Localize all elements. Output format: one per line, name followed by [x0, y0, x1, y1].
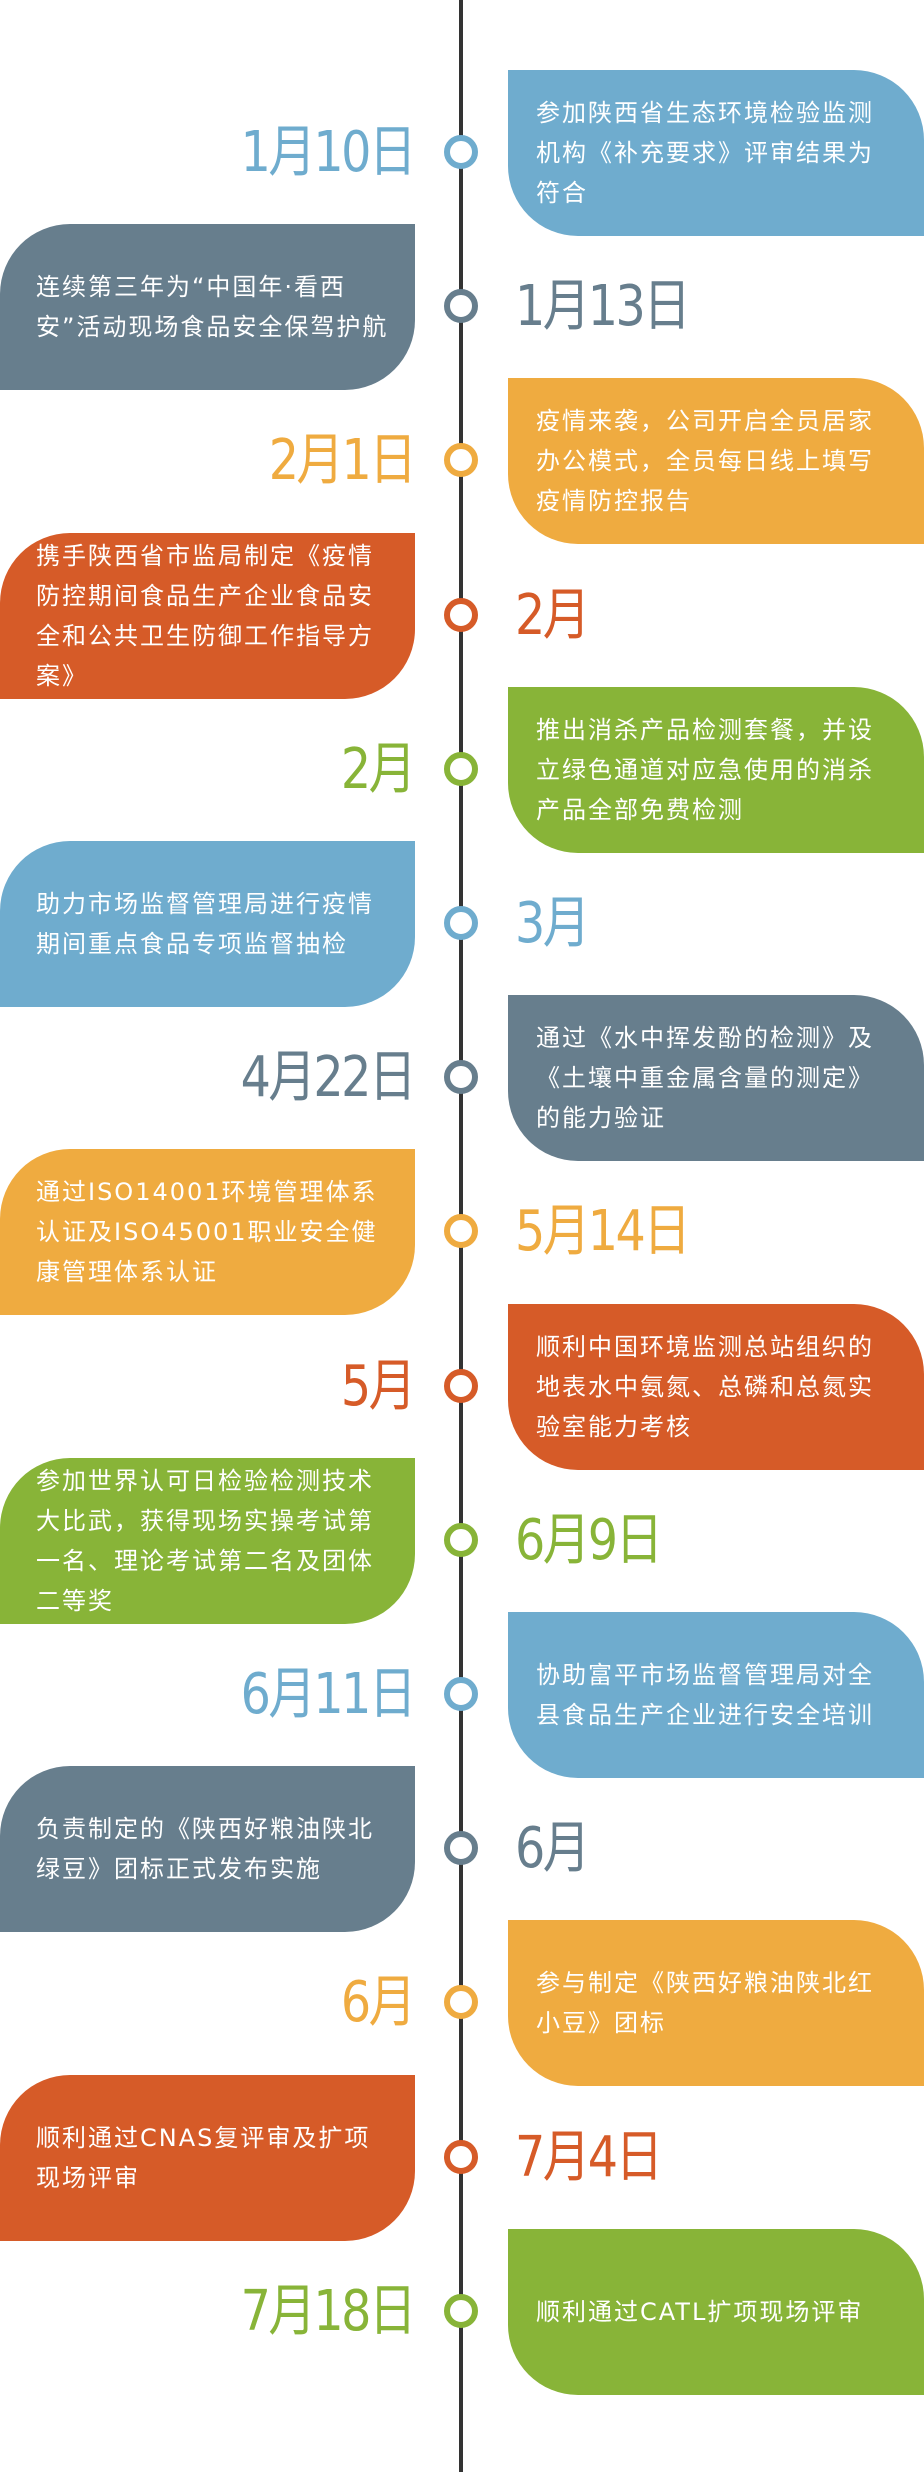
event-card: 负责制定的《陕西好粮油陕北绿豆》团标正式发布实施	[0, 1766, 415, 1933]
event-description: 通过ISO14001环境管理体系认证及ISO45001职业安全健康管理体系认证	[36, 1178, 378, 1287]
timeline-node-icon	[444, 2293, 478, 2328]
event-date: 6月11日	[240, 1662, 417, 1727]
timeline-item: 负责制定的《陕西好粮油陕北绿豆》团标正式发布实施 6月	[0, 1766, 924, 1933]
event-card: 顺利中国环境监测总站组织的地表水中氨氮、总磷和总氮实验室能力考核	[508, 1303, 924, 1470]
timeline-item: 推出消杀产品检测套餐，并设立绿色通道对应急使用的消杀产品全部免费检测 2月	[0, 686, 924, 853]
event-card: 助力市场监督管理局进行疫情期间重点食品专项监督抽检	[0, 841, 415, 1007]
event-card: 通过ISO14001环境管理体系认证及ISO45001职业安全健康管理体系认证	[0, 1149, 415, 1316]
event-date: 2月	[515, 582, 590, 648]
timeline-item: 顺利通过CATL扩项现场评审 7月18日	[0, 2228, 924, 2395]
event-date: 3月	[515, 891, 590, 956]
event-date: 6月	[341, 1970, 416, 2036]
event-card: 参加世界认可日检验检测技术大比武，获得现场实操考试第一名、理论考试第二名及团体二…	[0, 1457, 415, 1624]
event-description: 通过《水中挥发酚的检测》及《土壤中重金属含量的测定》的能力验证	[536, 1024, 874, 1133]
event-description: 参与制定《陕西好粮油陕北红小豆》团标	[536, 1969, 874, 2038]
timeline-node-icon	[444, 906, 478, 940]
event-date: 5月	[341, 1353, 416, 1419]
event-date: 7月18日	[240, 2278, 417, 2344]
event-card: 顺利通过CNAS复评审及扩项现场评审	[0, 2074, 415, 2241]
event-card: 参与制定《陕西好粮油陕北红小豆》团标	[508, 1920, 924, 2087]
timeline-item: 疫情来袭，公司开启全员居家办公模式，全员每日线上填写疫情防控报告 2月1日	[0, 378, 924, 545]
event-description: 助力市场监督管理局进行疫情期间重点食品专项监督抽检	[36, 890, 374, 958]
event-description: 参加陕西省生态环境检验监测机构《补充要求》评审结果为符合	[536, 99, 874, 207]
event-card: 协助富平市场监督管理局对全县食品生产企业进行安全培训	[508, 1612, 924, 1778]
event-description: 负责制定的《陕西好粮油陕北绿豆》团标正式发布实施	[36, 1815, 374, 1884]
timeline-item: 通过《水中挥发酚的检测》及《土壤中重金属含量的测定》的能力验证 4月22日	[0, 995, 924, 1162]
timeline-item: 顺利中国环境监测总站组织的地表水中氨氮、总磷和总氮实验室能力考核 5月	[0, 1303, 924, 1470]
event-card: 参加陕西省生态环境检验监测机构《补充要求》评审结果为符合	[508, 70, 924, 236]
event-description: 推出消杀产品检测套餐，并设立绿色通道对应急使用的消杀产品全部免费检测	[536, 715, 874, 824]
event-card: 连续第三年为“中国年·看西安”活动现场食品安全保驾护航	[0, 224, 415, 391]
event-description: 携手陕西省市监局制定《疫情防控期间食品生产企业食品安全和公共卫生防御工作指导方案…	[36, 541, 374, 690]
timeline-item: 助力市场监督管理局进行疫情期间重点食品专项监督抽检 3月	[0, 841, 924, 1007]
timeline-item: 协助富平市场监督管理局对全县食品生产企业进行安全培训 6月11日	[0, 1612, 924, 1778]
event-date: 7月4日	[515, 2124, 663, 2190]
timeline-node-icon	[444, 2139, 478, 2174]
event-date: 1月10日	[240, 120, 417, 185]
event-description: 疫情来袭，公司开启全员居家办公模式，全员每日线上填写疫情防控报告	[536, 407, 874, 516]
event-description: 顺利通过CNAS复评审及扩项现场评审	[36, 2123, 371, 2192]
timeline-item: 参加世界认可日检验检测技术大比武，获得现场实操考试第一名、理论考试第二名及团体二…	[0, 1457, 924, 1624]
timeline-item: 连续第三年为“中国年·看西安”活动现场食品安全保驾护航 1月13日	[0, 224, 924, 391]
event-date: 2月	[341, 736, 416, 802]
event-card: 疫情来袭，公司开启全员居家办公模式，全员每日线上填写疫情防控报告	[508, 378, 924, 545]
timeline-item: 参加陕西省生态环境检验监测机构《补充要求》评审结果为符合 1月10日	[0, 70, 924, 236]
timeline-item: 顺利通过CNAS复评审及扩项现场评审 7月4日	[0, 2074, 924, 2241]
timeline-node-icon	[444, 289, 478, 324]
timeline-item: 参与制定《陕西好粮油陕北红小豆》团标 6月	[0, 1920, 924, 2087]
timeline-item: 通过ISO14001环境管理体系认证及ISO45001职业安全健康管理体系认证 5…	[0, 1149, 924, 1316]
event-date: 2月1日	[268, 428, 416, 494]
event-date: 6月9日	[515, 1507, 663, 1573]
event-card: 顺利通过CATL扩项现场评审	[508, 2228, 924, 2395]
event-date: 5月14日	[515, 1199, 691, 1265]
event-card: 通过《水中挥发酚的检测》及《土壤中重金属含量的测定》的能力验证	[508, 995, 924, 1162]
event-card: 推出消杀产品检测套餐，并设立绿色通道对应急使用的消杀产品全部免费检测	[508, 686, 924, 853]
timeline-node-icon	[444, 751, 478, 786]
event-description: 协助富平市场监督管理局对全县食品生产企业进行安全培训	[536, 1661, 874, 1729]
event-description: 顺利中国环境监测总站组织的地表水中氨氮、总磷和总氮实验室能力考核	[536, 1332, 874, 1441]
timeline-item: 携手陕西省市监局制定《疫情防控期间食品生产企业食品安全和公共卫生防御工作指导方案…	[0, 532, 924, 699]
event-date: 4月22日	[240, 1045, 417, 1111]
event-description: 参加世界认可日检验检测技术大比武，获得现场实操考试第一名、理论考试第二名及团体二…	[36, 1466, 374, 1615]
timeline-node-icon	[444, 1060, 478, 1095]
event-date: 1月13日	[515, 274, 691, 340]
event-description: 连续第三年为“中国年·看西安”活动现场食品安全保驾护航	[36, 273, 389, 342]
timeline-node-icon	[444, 443, 478, 478]
timeline-node-icon	[444, 1831, 478, 1866]
event-date: 6月	[515, 1816, 590, 1882]
event-card: 携手陕西省市监局制定《疫情防控期间食品生产企业食品安全和公共卫生防御工作指导方案…	[0, 532, 415, 699]
event-description: 顺利通过CATL扩项现场评审	[536, 2297, 864, 2326]
timeline-node-icon	[444, 1677, 478, 1711]
timeline-node-icon	[444, 135, 478, 169]
timeline-node-icon	[444, 1214, 478, 1249]
timeline-node-icon	[444, 1522, 478, 1557]
timeline-node-icon	[444, 1985, 478, 2020]
timeline-node-icon	[444, 597, 478, 632]
timeline-node-icon	[444, 1368, 478, 1403]
